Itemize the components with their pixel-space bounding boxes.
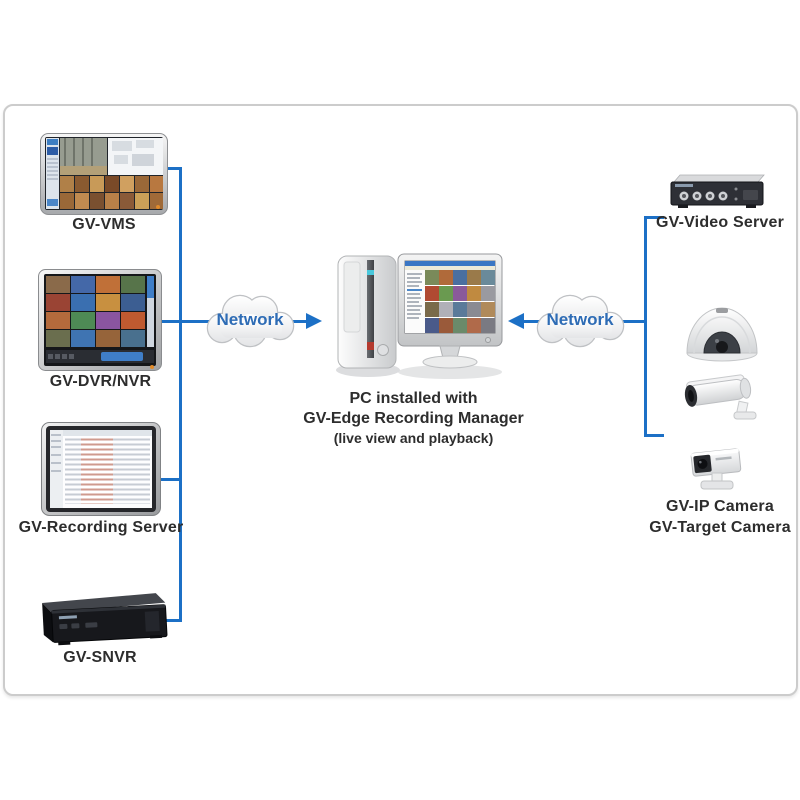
connector-camera-stub xyxy=(644,434,664,437)
pc-caption-line1: PC installed with xyxy=(349,390,478,407)
device-gv-vms xyxy=(40,133,168,215)
device-gv-dvr-nvr xyxy=(38,269,162,371)
connector-left-trunk xyxy=(179,167,182,622)
arrow-left-icon xyxy=(508,313,524,329)
cloud-icon xyxy=(206,294,295,348)
device-target-camera xyxy=(682,444,754,498)
dome-camera-icon xyxy=(686,307,758,362)
gv-snvr-box-icon xyxy=(42,593,168,646)
device-gv-snvr xyxy=(33,584,169,648)
label-gv-ip-camera: GV-IP Camera xyxy=(666,498,774,515)
device-bullet-camera xyxy=(676,370,762,426)
device-gv-video-server xyxy=(666,172,766,212)
label-gv-target-camera: GV-Target Camera xyxy=(649,519,791,536)
gv-video-server-icon xyxy=(670,174,765,208)
gv-recording-server-monitor-icon xyxy=(41,422,161,516)
target-camera-icon xyxy=(690,448,742,490)
pc-caption: PC installed with GV-Edge Recording Mana… xyxy=(296,389,531,448)
label-gv-recording-server: GV-Recording Server xyxy=(18,519,184,536)
connector-right-trunk xyxy=(644,216,647,437)
connector-vms-stub xyxy=(163,167,182,170)
pc-tower-monitor-icon xyxy=(336,253,503,379)
cloud-icon xyxy=(536,294,625,348)
device-gv-recording-server xyxy=(41,422,161,516)
label-gv-vms: GV-VMS xyxy=(72,216,136,233)
device-dome-camera xyxy=(684,298,760,364)
connector-snvr-stub xyxy=(166,619,182,622)
gv-vms-monitor-icon xyxy=(40,133,168,215)
connector-videoserver-stub xyxy=(644,216,664,219)
label-gv-dvr-nvr: GV-DVR/NVR xyxy=(49,373,152,390)
pc-caption-line3: (live view and playback) xyxy=(333,430,494,446)
bullet-camera-icon xyxy=(684,374,757,420)
network-label: Network xyxy=(216,310,284,329)
network-label: Network xyxy=(546,310,614,329)
label-gv-snvr: GV-SNVR xyxy=(63,649,137,666)
arrow-right-icon xyxy=(306,313,322,329)
device-pc xyxy=(328,250,506,384)
label-gv-video-server: GV-Video Server xyxy=(655,214,785,231)
network-cloud-left: Network xyxy=(198,288,302,354)
camera-label-block: GV-IP Camera GV-Target Camera xyxy=(636,496,800,538)
connector-recserver-stub xyxy=(161,478,182,481)
network-cloud-right: Network xyxy=(528,288,632,354)
gv-dvr-nvr-monitor-icon xyxy=(38,269,162,371)
pc-caption-line2: GV-Edge Recording Manager xyxy=(303,410,524,427)
